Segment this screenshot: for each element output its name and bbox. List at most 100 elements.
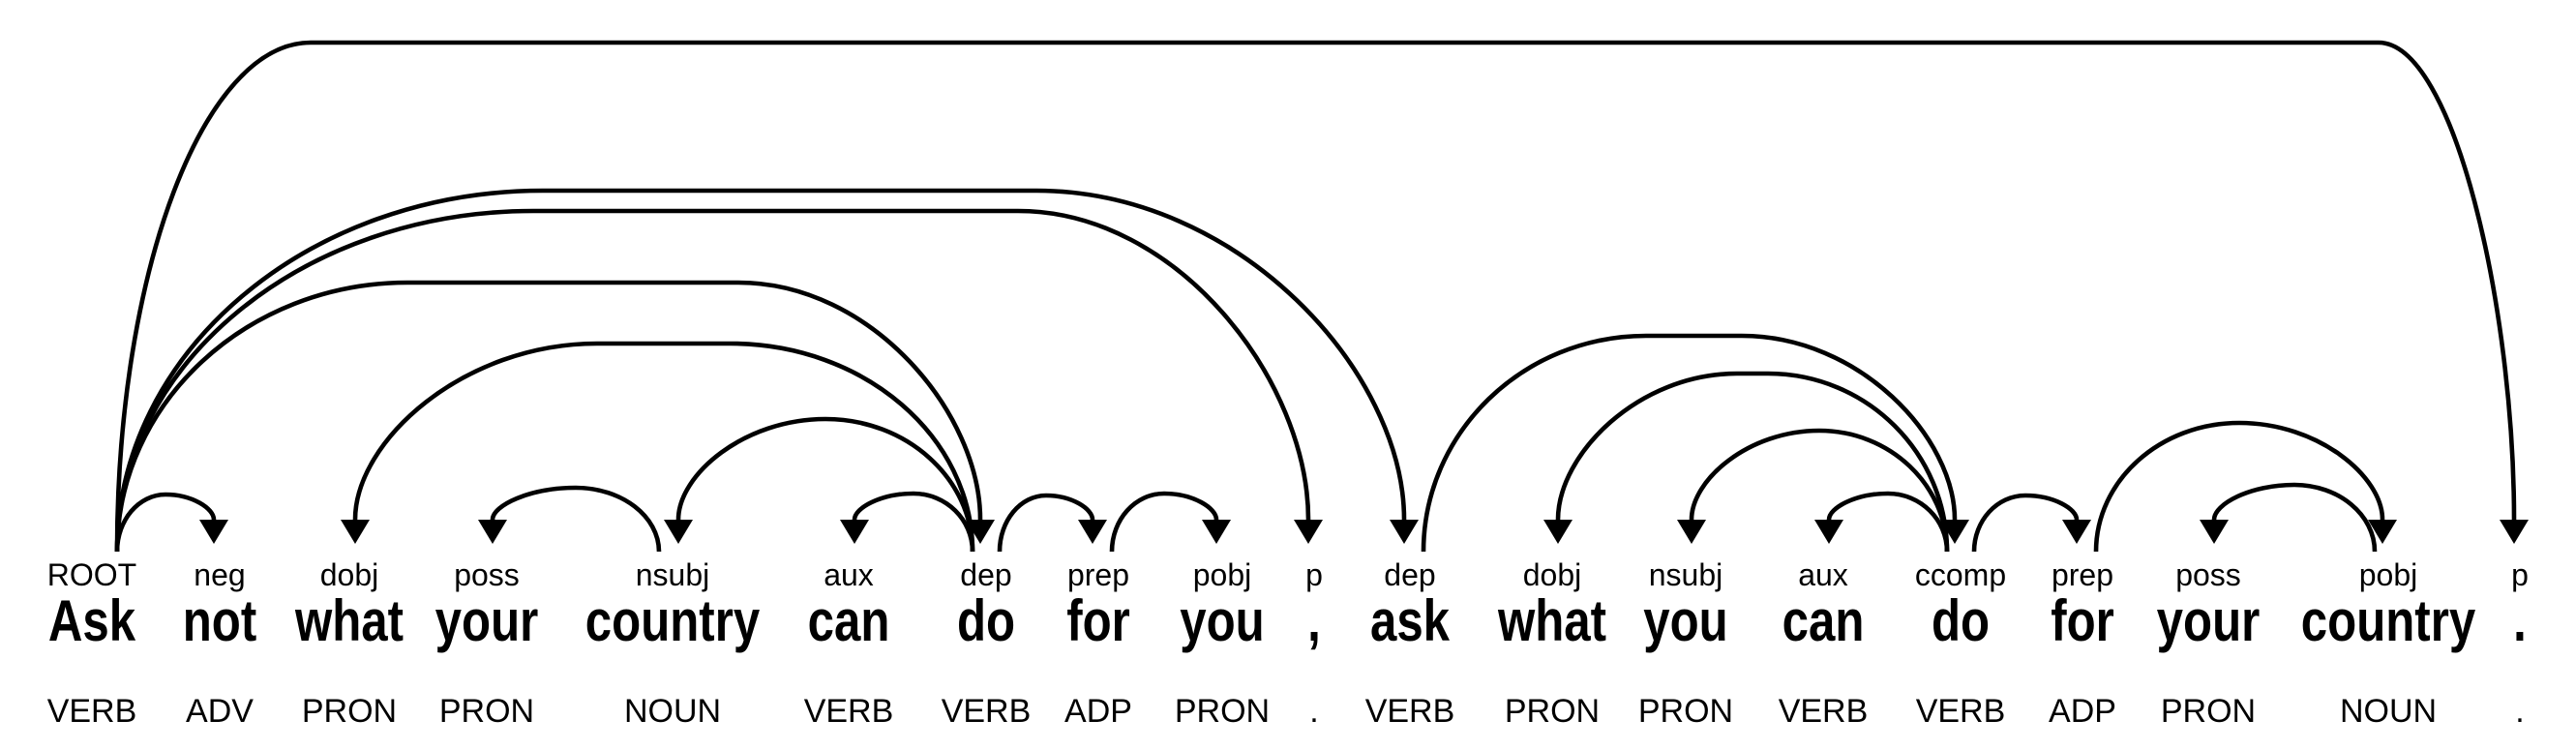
token-word: not: [174, 592, 264, 650]
pos-tag-VERB: VERB: [803, 693, 894, 730]
dependency-arc-dobj-2: [352, 341, 975, 553]
token-word-text: what: [294, 588, 404, 653]
dependency-arc-pobj-8: [1109, 491, 1219, 553]
token-word: Ask: [39, 592, 145, 650]
dep-label-poss: poss: [2175, 557, 2241, 592]
token-word-text: country: [584, 588, 761, 653]
pos-tag-PRON: PRON: [438, 693, 535, 730]
pos-tag-PRON: PRON: [1637, 693, 1734, 730]
dependency-arc-neg-1: [114, 492, 217, 553]
token-word: country: [2282, 592, 2495, 650]
pos-tag-NOUN: NOUN: [623, 693, 722, 730]
dependency-arc-nsubj-4: [675, 416, 975, 553]
arrowhead-icon: [1078, 520, 1107, 544]
dep-label-neg: neg: [194, 557, 246, 592]
dep-label-dobj: dobj: [319, 557, 379, 592]
dependency-arc-dobj-11: [1555, 371, 1950, 553]
token-word: what: [1486, 592, 1619, 650]
pos-tag-punct: .: [1309, 693, 1319, 730]
dependency-arc-ccomp-14: [1421, 333, 1958, 553]
dep-label-ROOT: ROOT: [46, 557, 137, 592]
arrowhead-icon: [1814, 520, 1843, 544]
dep-label-aux: aux: [1798, 557, 1848, 592]
dep-label-ccomp: ccomp: [1914, 557, 2007, 592]
token-word-text: your: [434, 588, 539, 653]
arrowhead-icon: [2368, 520, 2397, 544]
dep-label-nsubj: nsubj: [635, 557, 710, 592]
token-word-text: do: [956, 588, 1016, 653]
token-word-text: what: [1497, 588, 1607, 653]
pos-tag-PRON: PRON: [1174, 693, 1271, 730]
token-word-text: not: [182, 588, 257, 653]
dep-label-nsubj: nsubj: [1648, 557, 1723, 592]
pos-tag-punct: .: [2515, 693, 2525, 730]
dep-label-pobj: pobj: [1192, 557, 1252, 592]
token-word: you: [1171, 592, 1274, 650]
token-word: you: [1634, 592, 1738, 650]
token-word: can: [1773, 592, 1872, 650]
dependency-arc-aux-5: [852, 491, 975, 553]
dep-label-aux: aux: [824, 557, 874, 592]
pos-tag-ADP: ADP: [1064, 693, 1132, 730]
token-word-text: you: [1643, 588, 1728, 653]
token-word-text: Ask: [47, 588, 136, 653]
token-word: do: [950, 592, 1021, 650]
pos-tag-ADV: ADV: [186, 693, 254, 730]
token-word: what: [284, 592, 416, 650]
arrowhead-icon: [1294, 520, 1323, 544]
pos-tag-ADP: ADP: [2049, 693, 2116, 730]
token-word-text: can: [807, 588, 890, 653]
dep-label-prep: prep: [1066, 557, 1130, 592]
pos-tag-VERB: VERB: [1915, 693, 2006, 730]
token-word-text: for: [1066, 588, 1130, 653]
token-word: can: [798, 592, 898, 650]
dependency-arc-dep-6: [114, 280, 983, 553]
token-word: do: [1925, 592, 1995, 650]
arrowhead-icon: [1677, 520, 1706, 544]
dep-label-pobj: pobj: [2358, 557, 2418, 592]
dependency-arc-p-18: [114, 40, 2517, 553]
arrowhead-icon: [1543, 520, 1573, 544]
token-word-text: you: [1180, 588, 1265, 653]
dep-label-dep: dep: [960, 557, 1012, 592]
pos-tag-NOUN: NOUN: [2339, 693, 2438, 730]
arrowhead-icon: [2200, 520, 2229, 544]
token-word: country: [566, 592, 779, 650]
dependency-arc-aux-13: [1826, 491, 1950, 553]
arrowhead-icon: [1202, 520, 1231, 544]
arrowhead-icon: [1390, 520, 1419, 544]
token-word: your: [424, 592, 550, 650]
dep-label-poss: poss: [454, 557, 520, 592]
pos-tag-PRON: PRON: [1504, 693, 1601, 730]
pos-tag-VERB: VERB: [1778, 693, 1869, 730]
pos-tag-PRON: PRON: [301, 693, 398, 730]
dep-label-prep: prep: [2051, 557, 2114, 592]
token-word: ask: [1362, 592, 1458, 650]
token-word: .: [2512, 592, 2529, 650]
token-word: for: [1060, 592, 1137, 650]
pos-tag-VERB: VERB: [941, 693, 1032, 730]
dependency-arc-poss-3: [490, 485, 662, 553]
arrowhead-icon: [478, 520, 507, 544]
arrowhead-icon: [199, 520, 228, 544]
pos-tag-PRON: PRON: [2160, 693, 2257, 730]
token-word-text: country: [2300, 588, 2476, 653]
token-word-text: can: [1782, 588, 1865, 653]
token-word-text: your: [2156, 588, 2261, 653]
pos-tag-VERB: VERB: [46, 693, 137, 730]
dependency-arc-pobj-17: [2093, 420, 2385, 553]
dep-label-p: p: [1305, 557, 1323, 592]
arrowhead-icon: [664, 520, 693, 544]
token-word: your: [2145, 592, 2271, 650]
arrowhead-icon: [966, 520, 995, 544]
token-word-text: do: [1931, 588, 1991, 653]
arrowhead-icon: [2062, 520, 2091, 544]
arrowhead-icon: [2500, 520, 2529, 544]
dependency-arc-dep-10: [114, 188, 1407, 553]
dependency-arc-p-9: [114, 208, 1311, 553]
dependency-arc-prep-7: [997, 493, 1095, 553]
dependency-arc-prep-15: [1971, 493, 2080, 553]
token-word-text: for: [2051, 588, 2114, 653]
